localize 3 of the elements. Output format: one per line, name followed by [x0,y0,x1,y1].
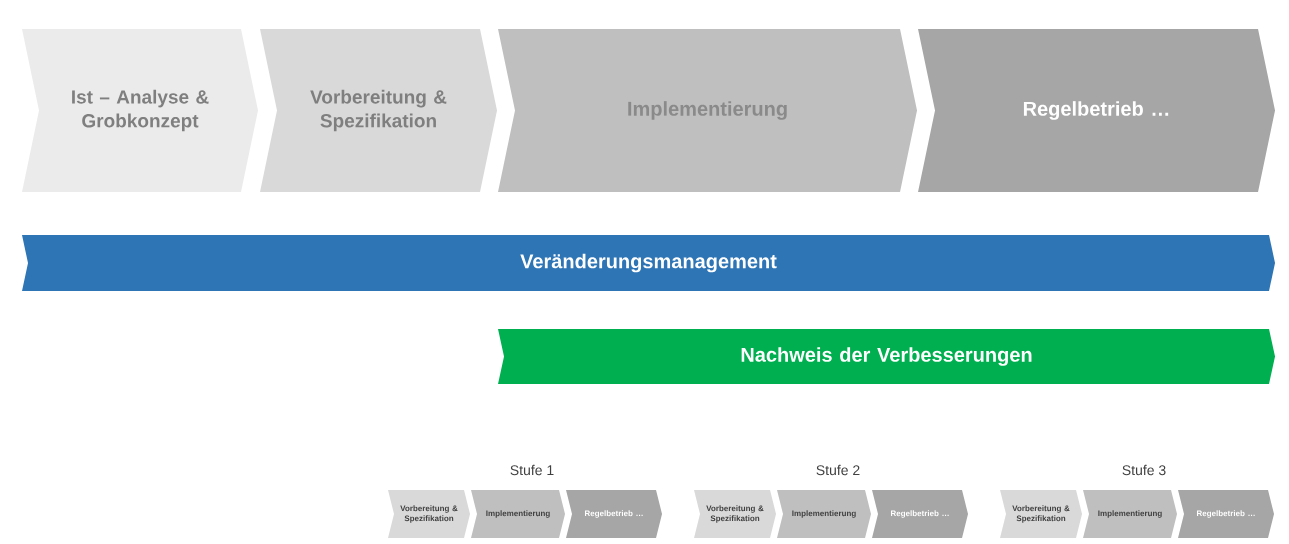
stage-label: Stufe 2 [816,464,860,476]
stage-label: Stufe 3 [1122,464,1166,476]
stage-label: Stufe 1 [510,464,554,476]
